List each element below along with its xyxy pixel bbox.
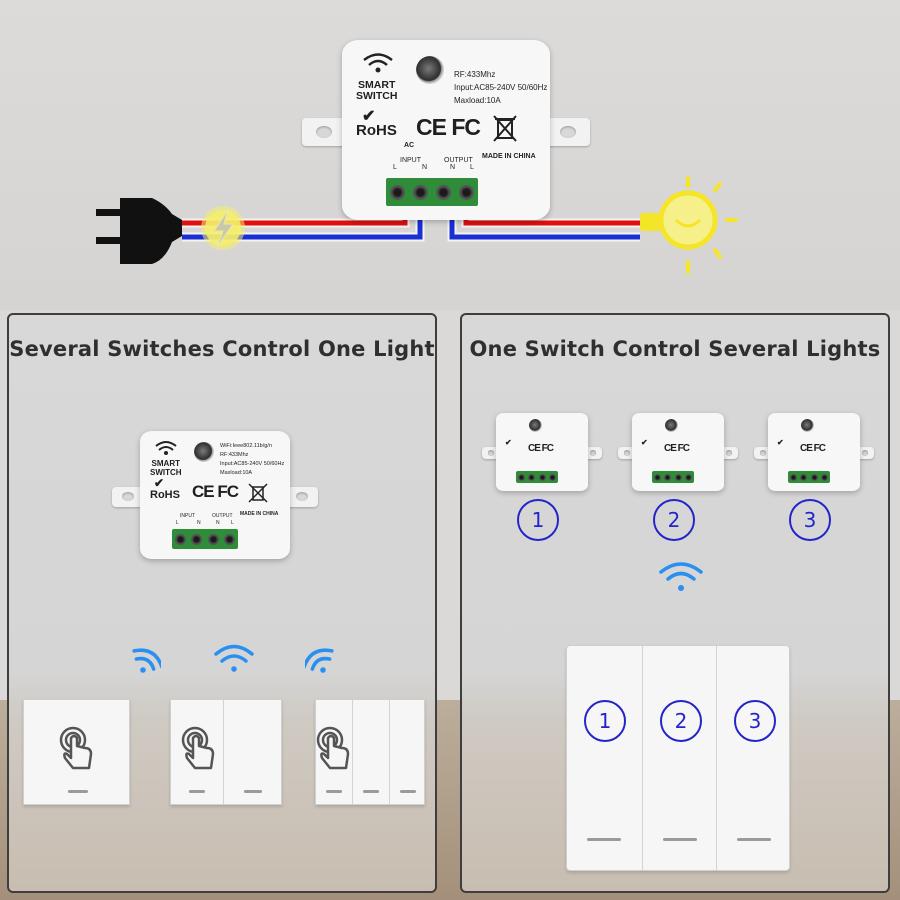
switch-gang-2[interactable] bbox=[223, 700, 283, 804]
terminal-block bbox=[652, 471, 694, 483]
made-in-label: MADE IN CHINA bbox=[240, 511, 279, 517]
module-number-1: 1 bbox=[517, 499, 559, 541]
made-in-label: MADE IN CHINA bbox=[482, 153, 536, 160]
wall-switch-1-gang[interactable] bbox=[23, 699, 130, 805]
mount-ear-left bbox=[302, 118, 346, 146]
switch-gang-3[interactable] bbox=[389, 700, 426, 804]
touch-hand-icon bbox=[59, 726, 93, 770]
bulb-icon bbox=[640, 176, 738, 274]
bin-icon bbox=[248, 483, 268, 503]
switch-number-3: 3 bbox=[734, 700, 776, 742]
left-panel-title: Several Switches Control One Light bbox=[9, 337, 435, 361]
touch-hand-icon bbox=[316, 726, 350, 770]
ce-fc-mark: CE FC bbox=[192, 482, 239, 501]
mini-smart-switch-module-1: ✔ CE FC bbox=[482, 413, 602, 491]
wall-switch-3-gang-large[interactable]: 1 2 3 bbox=[566, 645, 790, 871]
wifi-icon bbox=[659, 562, 703, 591]
module-spec-1: RF:433Mhz bbox=[220, 452, 249, 458]
terminal-label-0: L bbox=[176, 520, 179, 526]
terminal-block bbox=[788, 471, 830, 483]
module-lens bbox=[529, 419, 542, 432]
terminal-label-0: L bbox=[393, 164, 397, 171]
module-lens bbox=[665, 419, 678, 432]
terminal-label-1: N bbox=[197, 520, 201, 526]
module-spec-3: Maxload:10A bbox=[220, 470, 253, 476]
switch-gang-2[interactable]: 2 bbox=[642, 646, 716, 870]
terminal-label-3: L bbox=[470, 164, 474, 171]
mount-ear-right bbox=[720, 447, 738, 459]
ce-fc-mark: CE FC bbox=[664, 443, 690, 454]
terminal-block bbox=[386, 178, 478, 206]
touch-hand-icon bbox=[181, 726, 215, 770]
switch-number-1: 1 bbox=[584, 700, 626, 742]
wifi-icon bbox=[132, 648, 161, 673]
mount-ear-right bbox=[546, 118, 590, 146]
checkmark-icon: ✔ bbox=[641, 438, 648, 447]
wifi-icon bbox=[214, 644, 254, 672]
wifi-icon bbox=[155, 441, 177, 455]
module-spec-1: Input:AC85-240V 50/60Hz bbox=[454, 83, 548, 92]
output-label: OUTPUT bbox=[444, 157, 473, 164]
one-switch-panel: One Switch Control Several Lights ✔ CE FC… bbox=[460, 313, 890, 893]
several-switches-panel: Several Switches Control One Light SMART… bbox=[7, 313, 437, 893]
module-spec-0: WiFi:Ieee802.11b/g/n bbox=[220, 443, 272, 449]
mount-ear-left bbox=[482, 447, 500, 459]
rohs-mark: RoHS bbox=[356, 122, 397, 139]
output-label: OUTPUT bbox=[212, 513, 233, 519]
wifi-icon bbox=[305, 648, 334, 673]
module-lens bbox=[416, 56, 444, 84]
switch-gang-2[interactable] bbox=[352, 700, 389, 804]
rohs-mark: RoHS bbox=[150, 489, 180, 501]
switch-gang-3[interactable]: 3 bbox=[716, 646, 791, 870]
terminal-block bbox=[516, 471, 558, 483]
ac-label: AC bbox=[404, 142, 415, 149]
input-label: INPUT bbox=[400, 157, 421, 164]
switch-number-2: 2 bbox=[660, 700, 702, 742]
wall-switch-2-gang[interactable] bbox=[170, 699, 282, 805]
checkmark-icon: ✔ bbox=[777, 438, 784, 447]
module-spec-0: RF:433Mhz bbox=[454, 70, 496, 79]
terminal-label-3: L bbox=[231, 520, 234, 526]
module-label: SMART SWITCH bbox=[150, 459, 182, 477]
mount-ear-right bbox=[286, 487, 318, 507]
checkmark-icon: ✔ bbox=[362, 108, 376, 125]
ce-fc-mark: CE FC bbox=[800, 443, 826, 454]
terminal-label-1: N bbox=[422, 164, 428, 171]
mount-ear-left bbox=[112, 487, 144, 507]
terminal-block bbox=[172, 529, 238, 549]
ce-fc-mark: CE FC bbox=[416, 114, 481, 140]
right-panel-title: One Switch Control Several Lights bbox=[469, 337, 881, 361]
ce-fc-mark: CE FC bbox=[528, 443, 554, 454]
terminal-label-2: N bbox=[450, 164, 456, 171]
mini-smart-switch-module-2: ✔ CE FC bbox=[618, 413, 738, 491]
wifi-icon bbox=[363, 53, 393, 73]
lightning-icon bbox=[201, 206, 245, 250]
top-smart-switch-module: SMART SWITCH RF:433Mhz Input:AC85-240V 5… bbox=[302, 40, 590, 220]
checkmark-icon: ✔ bbox=[505, 438, 512, 447]
left-smart-switch-module: SMART SWITCH WiFi:Ieee802.11b/g/n RF:433… bbox=[112, 431, 318, 559]
wall-switch-3-gang[interactable] bbox=[315, 699, 425, 805]
module-lens bbox=[194, 442, 214, 462]
mount-ear-right bbox=[856, 447, 874, 459]
module-number-2: 2 bbox=[653, 499, 695, 541]
plug-icon bbox=[96, 198, 182, 264]
mini-smart-switch-module-3: ✔ CE FC bbox=[754, 413, 874, 491]
input-label: INPUT bbox=[180, 513, 195, 519]
module-label: SMART SWITCH bbox=[356, 79, 398, 102]
mount-ear-left bbox=[618, 447, 636, 459]
module-lens bbox=[801, 419, 814, 432]
switch-gang-1[interactable] bbox=[316, 700, 352, 804]
module-number-3: 3 bbox=[789, 499, 831, 541]
switch-gang-1[interactable] bbox=[171, 700, 223, 804]
switch-gang-1[interactable]: 1 bbox=[567, 646, 642, 870]
module-spec-2: Maxload:10A bbox=[454, 96, 501, 105]
terminal-label-2: N bbox=[216, 520, 220, 526]
bin-icon bbox=[493, 115, 517, 142]
mount-ear-right bbox=[584, 447, 602, 459]
mount-ear-left bbox=[754, 447, 772, 459]
module-spec-2: Input:AC85-240V 50/60Hz bbox=[220, 461, 285, 467]
checkmark-icon: ✔ bbox=[154, 476, 165, 490]
